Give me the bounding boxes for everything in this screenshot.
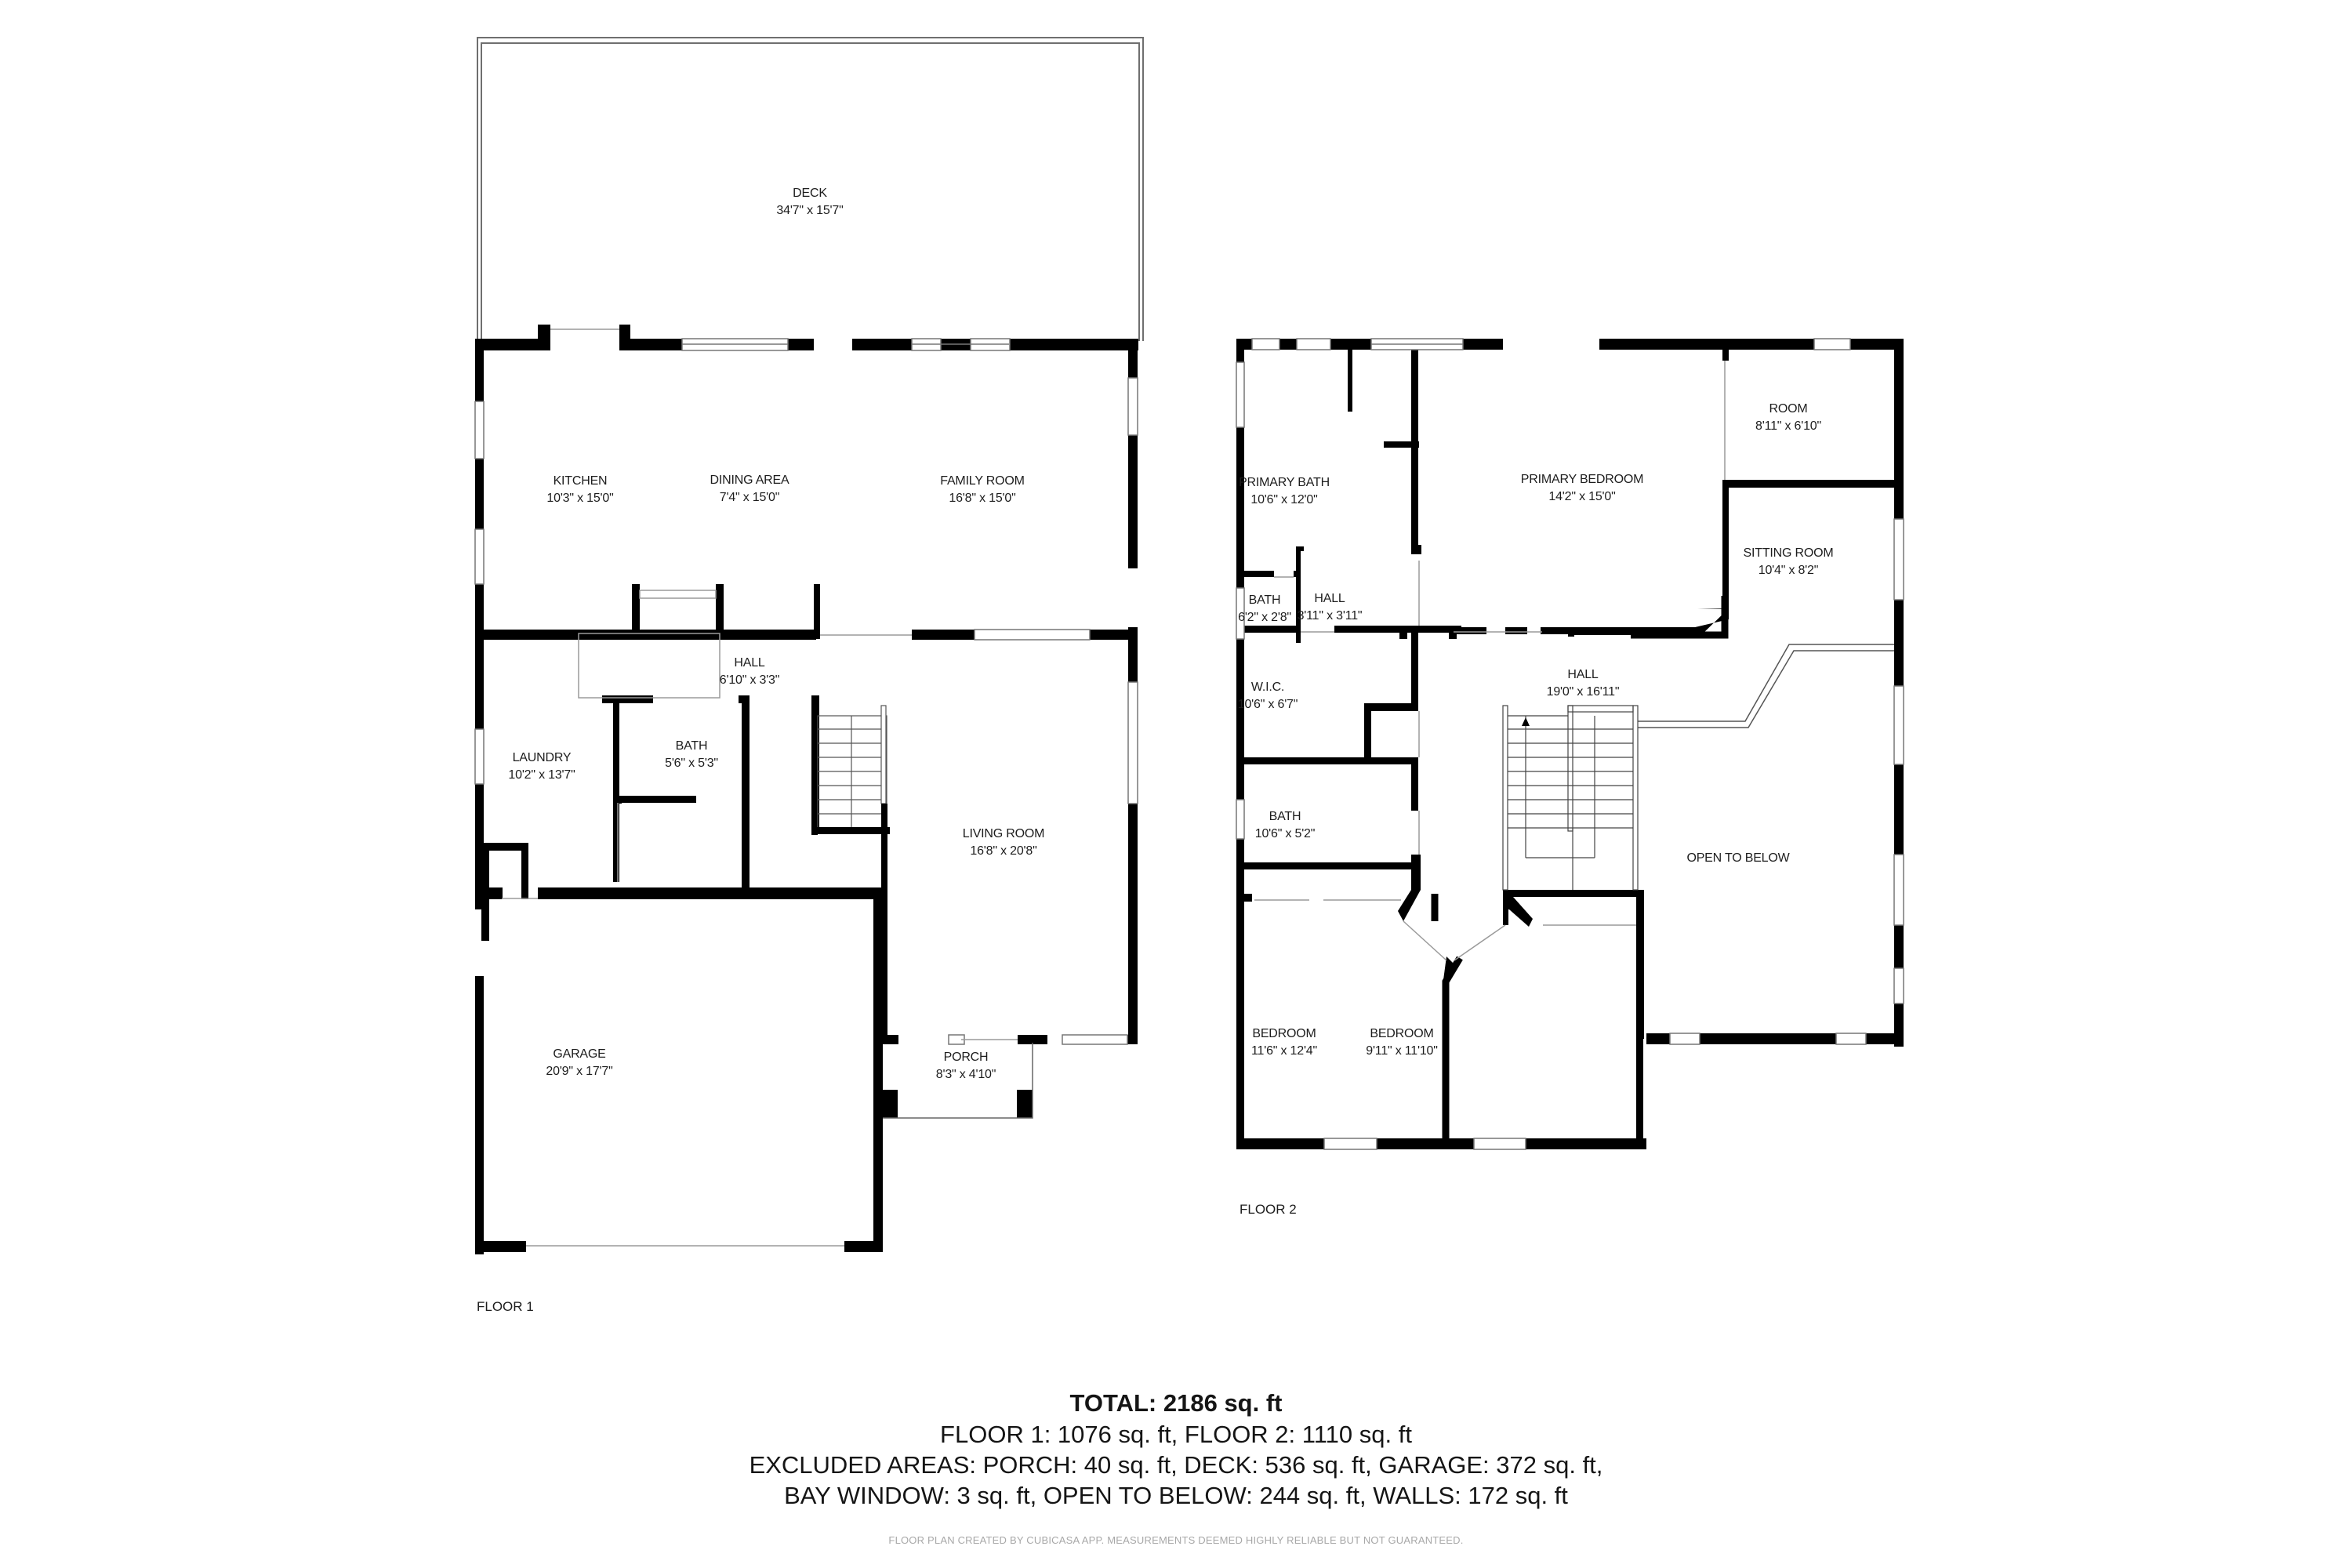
room-dimensions: 16'8" x 20'8" — [970, 844, 1037, 858]
room-name: DECK — [793, 187, 827, 200]
room-name: BEDROOM — [1252, 1027, 1316, 1040]
room-name: FAMILY ROOM — [940, 474, 1025, 488]
room-dimensions: 14'2" x 15'0" — [1548, 490, 1616, 503]
room-label-bedroom-1: BEDROOM 11'6" x 12'4" — [1251, 1025, 1317, 1060]
floor1-exterior-walls — [475, 325, 1138, 1254]
room-name: BATH — [675, 739, 708, 753]
room-dimensions: 10'6" x 6'7" — [1237, 698, 1298, 711]
room-dimensions: 10'2" x 13'7" — [508, 768, 575, 782]
deck-outline — [477, 37, 1144, 341]
room-name: ROOM — [1769, 402, 1808, 416]
area-summary: TOTAL: 2186 sq. ft FLOOR 1: 1076 sq. ft,… — [0, 1388, 2352, 1546]
room-dimensions: 10'3" x 15'0" — [546, 492, 614, 505]
room-dimensions: 11'6" x 12'4" — [1251, 1044, 1317, 1058]
floor2-exterior-walls — [1236, 339, 1904, 1149]
room-label-bedroom-2: BEDROOM 9'11" x 11'10" — [1366, 1025, 1438, 1060]
room-name: LIVING ROOM — [962, 827, 1045, 840]
room-name: PRIMARY BEDROOM — [1520, 473, 1644, 486]
room-label-deck: DECK 34'7" x 15'7" — [776, 185, 843, 220]
room-dimensions: 6'10" x 3'3" — [719, 673, 780, 687]
room-label-hall-small: HALL 3'11" x 3'11" — [1298, 590, 1363, 625]
room-label-sitting-room: SITTING ROOM 10'4" x 8'2" — [1744, 545, 1834, 579]
room-dimensions: 10'6" x 12'0" — [1250, 493, 1318, 506]
room-name: BATH — [1269, 810, 1301, 823]
floor2-angled-walls — [1398, 596, 1729, 1145]
room-dimensions: 5'6" x 5'3" — [665, 757, 718, 770]
room-name: PRIMARY BATH — [1239, 476, 1330, 489]
room-dimensions: 34'7" x 15'7" — [776, 204, 844, 217]
room-dimensions: 8'11" x 6'10" — [1755, 419, 1821, 433]
room-name: OPEN TO BELOW — [1686, 851, 1790, 865]
room-name: BATH — [1248, 593, 1281, 607]
room-label-primary-bedroom: PRIMARY BEDROOM 14'2" x 15'0" — [1520, 471, 1644, 506]
room-label-kitchen: KITCHEN 10'3" x 15'0" — [546, 473, 613, 507]
room-label-room: ROOM 8'11" x 6'10" — [1755, 401, 1821, 435]
room-name: HALL — [1567, 668, 1599, 681]
floor2-thin-lines — [1254, 361, 1894, 961]
room-name: PORCH — [943, 1051, 989, 1064]
floor2-stairs — [1502, 705, 1639, 891]
room-dimensions: 9'11" x 11'10" — [1366, 1044, 1438, 1058]
room-name: HALL — [1314, 592, 1345, 605]
room-label-bath: BATH 5'6" x 5'3" — [665, 738, 718, 772]
room-label-hall: HALL 6'10" x 3'3" — [719, 655, 780, 689]
room-label-primary-bath: PRIMARY BATH 10'6" x 12'0" — [1239, 474, 1330, 509]
room-dimensions: 8'3" x 4'10" — [935, 1068, 996, 1081]
room-label-dining-area: DINING AREA 7'4" x 15'0" — [710, 472, 789, 506]
floor1-windows — [474, 338, 1138, 1045]
floor2-label: FLOOR 2 — [1240, 1202, 1297, 1217]
room-name: DINING AREA — [710, 474, 789, 487]
room-name: KITCHEN — [553, 474, 608, 488]
room-label-laundry: LAUNDRY 10'2" x 13'7" — [508, 750, 575, 784]
room-dimensions: 3'11" x 3'11" — [1297, 609, 1363, 622]
credit-disclaimer: FLOOR PLAN CREATED BY CUBICASA APP. MEAS… — [888, 1534, 1464, 1546]
room-dimensions: 6'2" x 2'8" — [1238, 611, 1291, 624]
excluded-areas-line-2: BAY WINDOW: 3 sq. ft, OPEN TO BELOW: 244… — [784, 1482, 1568, 1509]
room-label-family-room: FAMILY ROOM 16'8" x 15'0" — [940, 473, 1025, 507]
room-dimensions: 10'6" x 5'2" — [1254, 827, 1316, 840]
room-name: HALL — [734, 656, 765, 670]
room-name: W.I.C. — [1250, 681, 1285, 694]
room-label-bath-2: BATH 10'6" x 5'2" — [1254, 808, 1316, 843]
room-label-open-to-below: OPEN TO BELOW — [1686, 850, 1789, 867]
floor1-plan — [474, 37, 1144, 1254]
floor2-plan — [1236, 338, 1904, 1150]
room-name: GARAGE — [553, 1047, 606, 1061]
room-dimensions: 16'8" x 15'0" — [949, 492, 1016, 505]
floor2-windows — [1236, 338, 1904, 1150]
room-label-bath-small: BATH 6'2" x 2'8" — [1238, 592, 1291, 626]
room-label-hall-main: HALL 19'0" x 16'11" — [1547, 666, 1620, 701]
room-dimensions: 10'4" x 8'2" — [1758, 564, 1819, 577]
floor1-label: FLOOR 1 — [477, 1299, 534, 1314]
room-label-living-room: LIVING ROOM 16'8" x 20'8" — [962, 826, 1045, 860]
room-name: SITTING ROOM — [1743, 546, 1834, 560]
floor1-stairs — [811, 705, 890, 1039]
total-area: TOTAL: 2186 sq. ft — [1069, 1389, 1283, 1417]
excluded-areas-line-1: EXCLUDED AREAS: PORCH: 40 sq. ft, DECK: … — [749, 1451, 1603, 1479]
room-label-garage: GARAGE 20'9" x 17'7" — [546, 1046, 612, 1080]
floor1-thin-lines — [502, 328, 1033, 1247]
room-dimensions: 20'9" x 17'7" — [546, 1065, 613, 1078]
room-dimensions: 7'4" x 15'0" — [719, 491, 780, 504]
room-label-wic: W.I.C. 10'6" x 6'7" — [1238, 679, 1298, 713]
room-dimensions: 19'0" x 16'11" — [1546, 685, 1620, 699]
room-name: LAUNDRY — [512, 751, 572, 764]
room-name: BEDROOM — [1370, 1027, 1434, 1040]
room-label-porch: PORCH 8'3" x 4'10" — [936, 1049, 996, 1083]
floor-areas: FLOOR 1: 1076 sq. ft, FLOOR 2: 1110 sq. … — [940, 1421, 1412, 1448]
